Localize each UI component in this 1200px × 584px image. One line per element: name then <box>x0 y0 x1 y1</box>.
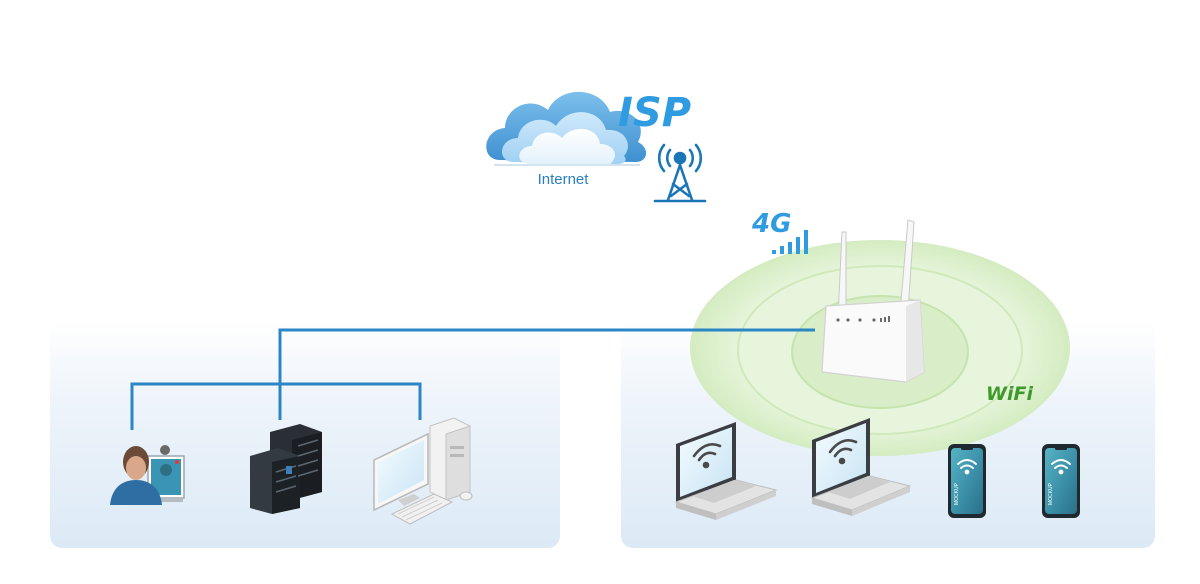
isp-label: ISP <box>618 90 691 136</box>
cloud-icon <box>486 91 647 166</box>
laptop-icon <box>674 422 778 520</box>
phone-mockup-label: MOCKUP <box>1048 482 1054 505</box>
network-4g-label: 4G <box>751 209 791 239</box>
router-icon <box>821 219 925 383</box>
desktop-computer-icon <box>373 417 473 525</box>
cell-tower-icon <box>653 143 707 203</box>
wifi-icon <box>692 443 722 469</box>
wifi-icon <box>828 439 858 465</box>
smartphone-icon: MOCKUP <box>948 444 986 518</box>
video-call-user-icon <box>110 445 185 505</box>
wifi-icon <box>1051 459 1071 475</box>
internet-label: Internet <box>538 171 590 188</box>
server-icon <box>250 424 322 514</box>
ethernet-lines <box>130 328 815 430</box>
phone-mockup-label: MOCKUP <box>954 482 960 505</box>
signal-bars-icon <box>772 230 808 254</box>
wifi-icon <box>957 459 977 475</box>
wifi-label: WiFi <box>986 383 1033 405</box>
smartphone-icon: MOCKUP <box>1042 444 1080 518</box>
